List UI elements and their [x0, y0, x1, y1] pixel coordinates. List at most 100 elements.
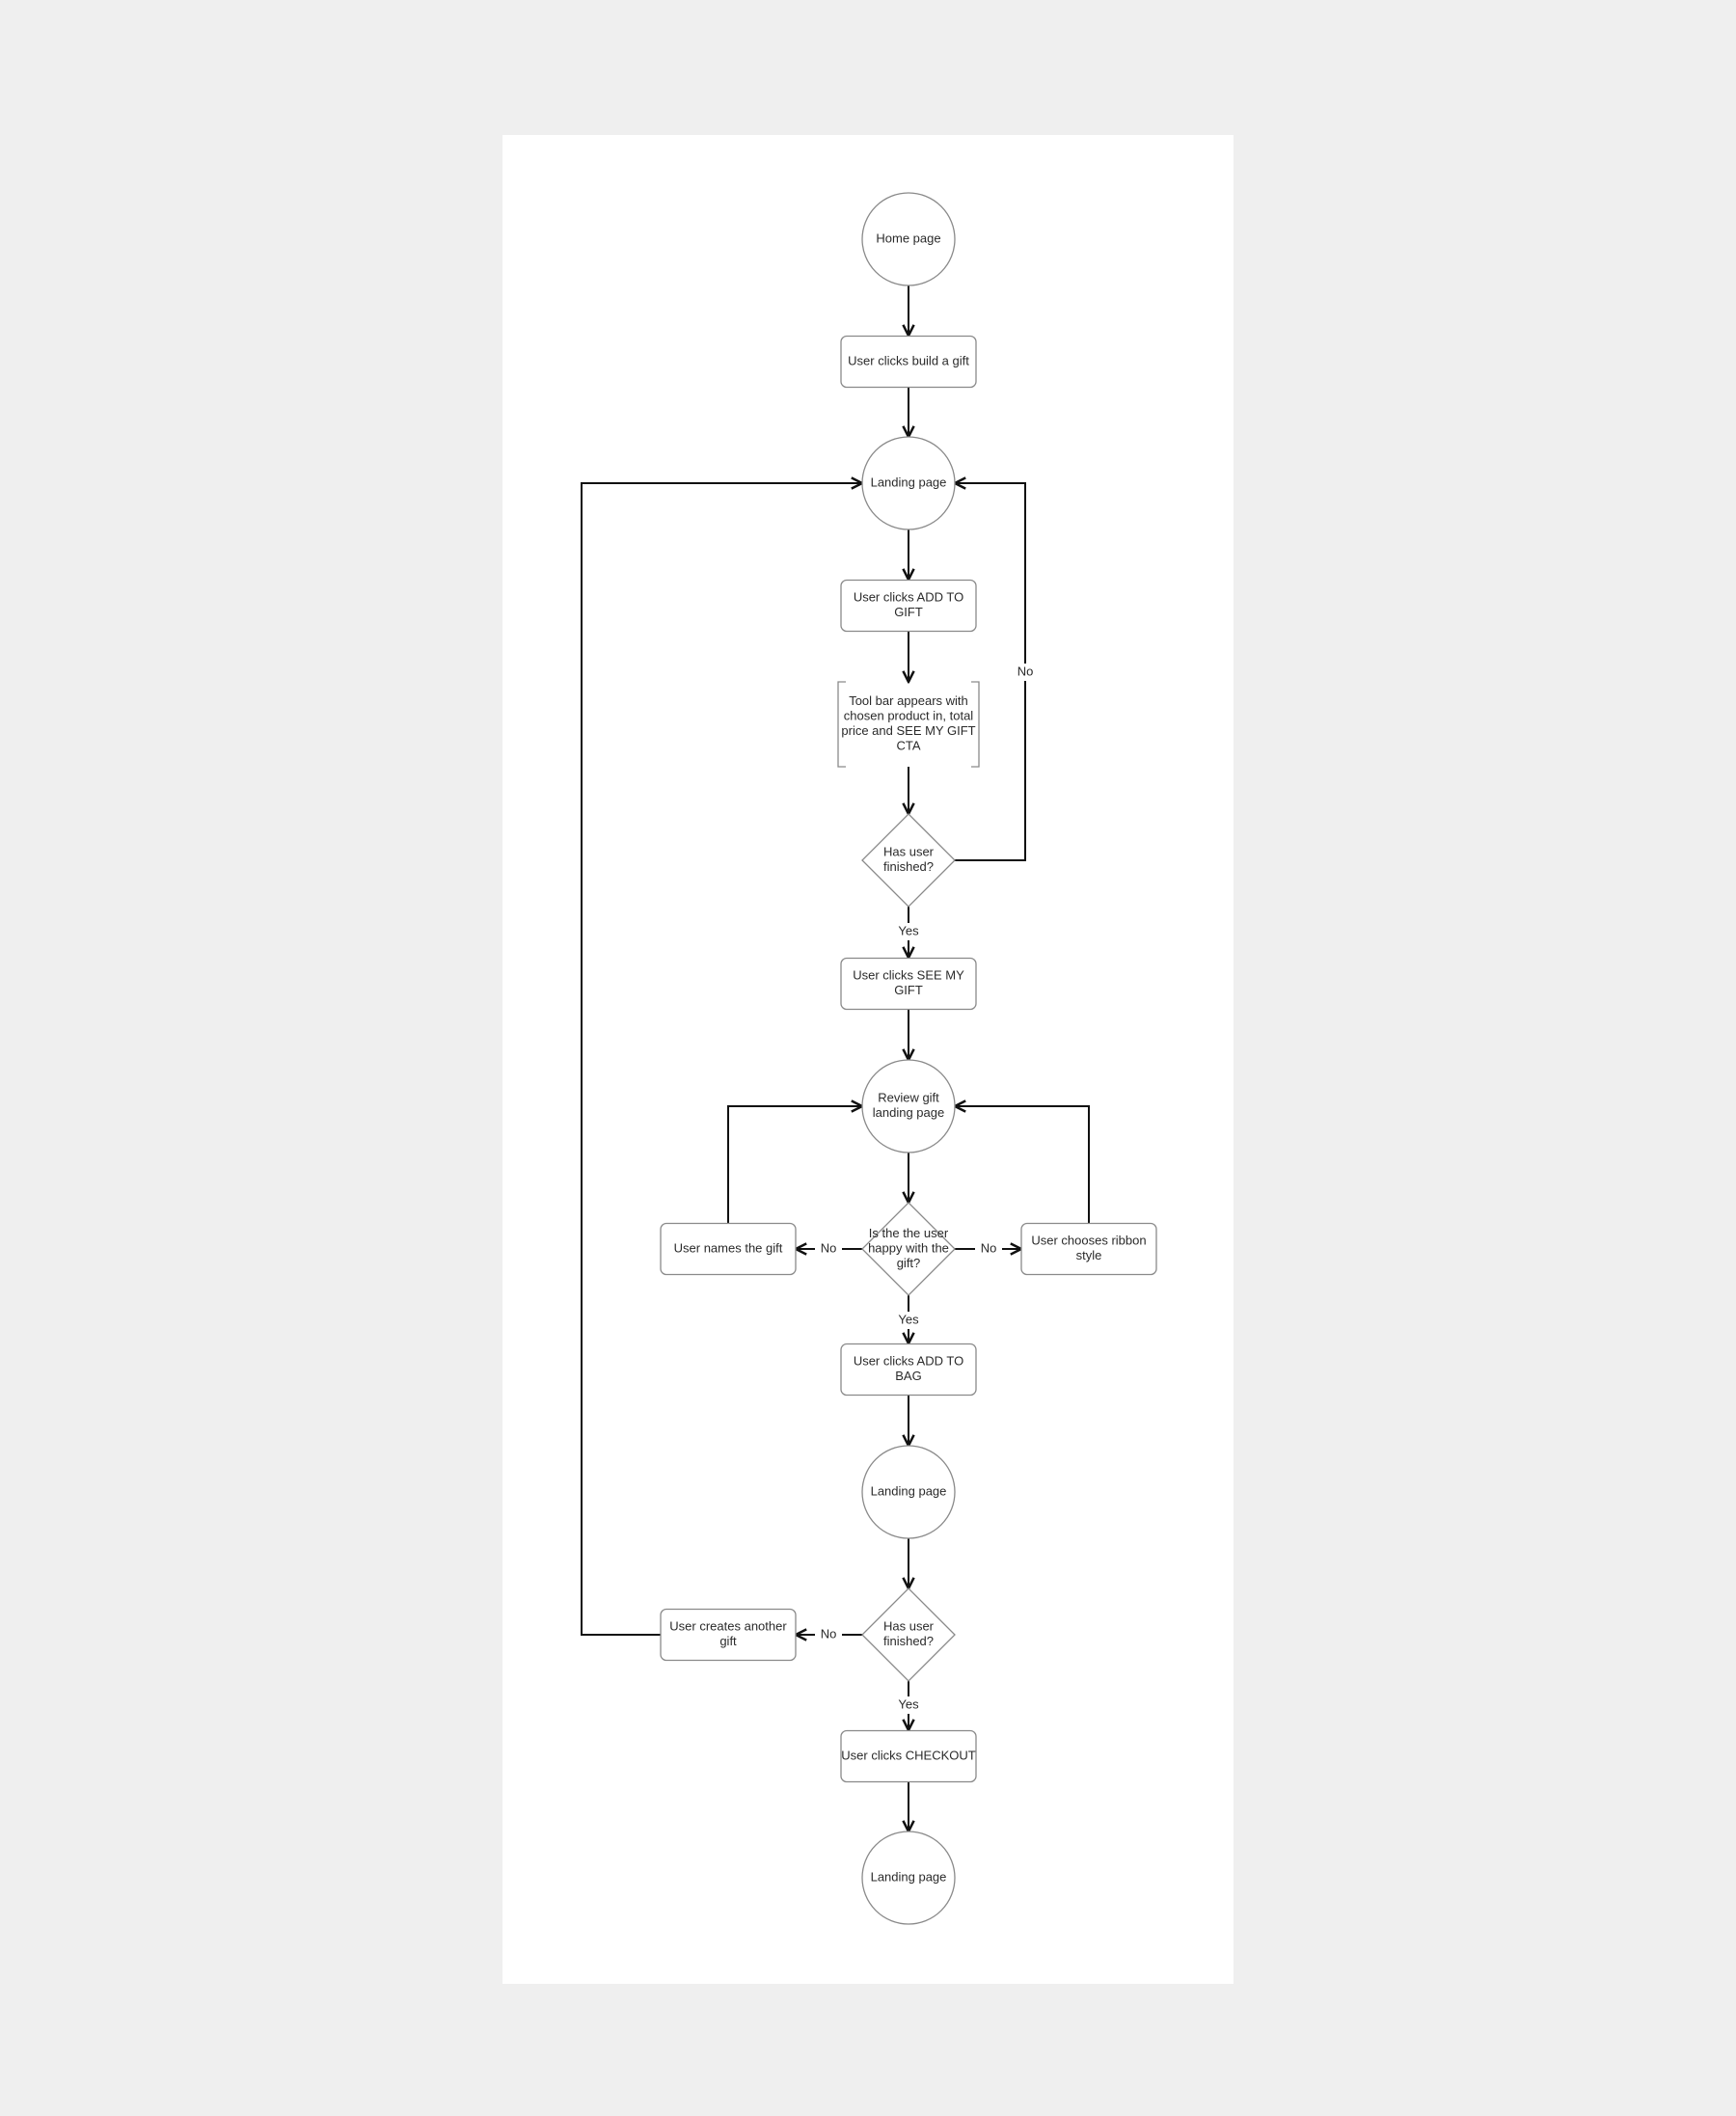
node-box — [660, 1222, 797, 1276]
node-label-line: Landing page — [871, 475, 947, 489]
node-label-line: User clicks ADD TO — [854, 1354, 963, 1369]
edge-label-text: No — [1017, 664, 1034, 678]
node-label-line: User creates another — [669, 1619, 787, 1634]
edge-label-yes: Yes — [895, 1312, 922, 1329]
node-landing3: Landing page — [861, 1831, 956, 1925]
node-label-line: finished? — [883, 1634, 934, 1648]
node-circle — [861, 192, 956, 286]
node-label-line: gift — [719, 1634, 737, 1648]
node-label-line: User chooses ribbon — [1031, 1234, 1146, 1248]
edge-another-gift-to-landing1 — [581, 483, 862, 1636]
edge-label-no: No — [1012, 664, 1039, 681]
node-box — [840, 1729, 977, 1783]
node-label: Landing page — [871, 1869, 947, 1884]
node-label-line: User clicks CHECKOUT — [841, 1748, 975, 1762]
node-label-line: finished? — [883, 859, 934, 874]
edge-label-yes: Yes — [895, 1696, 922, 1714]
annotation-bracket-left — [837, 681, 846, 768]
node-label-line: User clicks SEE MY — [853, 968, 964, 983]
edge-label-no: No — [975, 1240, 1002, 1258]
node-label-line: price and SEE MY GIFT — [841, 723, 975, 738]
node-checkout: User clicks CHECKOUT — [840, 1729, 977, 1783]
node-label: Landing page — [871, 475, 947, 489]
edge-label-text: Yes — [898, 923, 919, 937]
node-label-line: Has user — [883, 845, 935, 859]
node-label-line: Has user — [883, 1619, 935, 1634]
node-label-line: Review gift — [878, 1091, 939, 1105]
node-label: User clicks CHECKOUT — [841, 1748, 975, 1762]
edge-ribbon-to-review — [955, 1106, 1090, 1223]
edge-label-yes: Yes — [895, 923, 922, 940]
diagram-canvas — [502, 135, 1234, 1984]
node-label-line: BAG — [895, 1369, 921, 1383]
node-diamond — [861, 1587, 956, 1682]
node-label: User names the gift — [674, 1240, 783, 1255]
edge-label-text: Yes — [898, 1696, 919, 1711]
node-names-gift: User names the gift — [660, 1222, 797, 1276]
node-box — [660, 1608, 797, 1662]
edge-names-gift-to-review — [727, 1106, 862, 1223]
node-label-line: landing page — [873, 1105, 944, 1120]
edge-label-mask — [975, 1240, 1002, 1258]
node-diamond — [861, 1202, 956, 1296]
node-landing1: Landing page — [861, 436, 956, 530]
edge-label-no: No — [815, 1240, 842, 1258]
node-home: Home page — [861, 192, 956, 286]
node-label-line: happy with the — [868, 1240, 949, 1255]
node-label-line: GIFT — [894, 983, 923, 997]
node-label-line: Is the the user — [869, 1226, 949, 1240]
node-label: User clicks build a gift — [848, 353, 969, 367]
edge-label-mask — [815, 1626, 842, 1643]
edge-label-mask — [895, 1696, 922, 1714]
node-label-line: CTA — [896, 739, 920, 753]
node-box — [840, 335, 977, 389]
node-label-line: GIFT — [894, 605, 923, 619]
node-circle — [861, 1059, 956, 1153]
node-label-line: User clicks build a gift — [848, 353, 969, 367]
node-label-line: style — [1076, 1248, 1102, 1262]
node-circle — [861, 1831, 956, 1925]
edge-label-mask — [1012, 664, 1039, 681]
edge-label-no: No — [815, 1626, 842, 1643]
edge-label-mask — [895, 1312, 922, 1329]
node-label-line: chosen product in, total — [844, 709, 974, 723]
node-circle — [861, 436, 956, 530]
node-box — [1020, 1222, 1157, 1276]
edge-label-mask — [815, 1240, 842, 1258]
node-box — [840, 1343, 977, 1397]
node-build-gift: User clicks build a gift — [840, 335, 977, 389]
node-box — [840, 579, 977, 633]
node-label: Home page — [876, 231, 940, 245]
edge-label-mask — [895, 923, 922, 940]
node-label: Landing page — [871, 1483, 947, 1498]
node-label-line: Tool bar appears with — [849, 693, 968, 708]
node-label-line: Home page — [876, 231, 940, 245]
node-diamond — [861, 813, 956, 908]
edge-label-text: No — [981, 1240, 997, 1255]
edge-label-text: No — [821, 1626, 837, 1641]
node-landing2: Landing page — [861, 1445, 956, 1539]
annotation-bracket-right — [971, 681, 980, 768]
